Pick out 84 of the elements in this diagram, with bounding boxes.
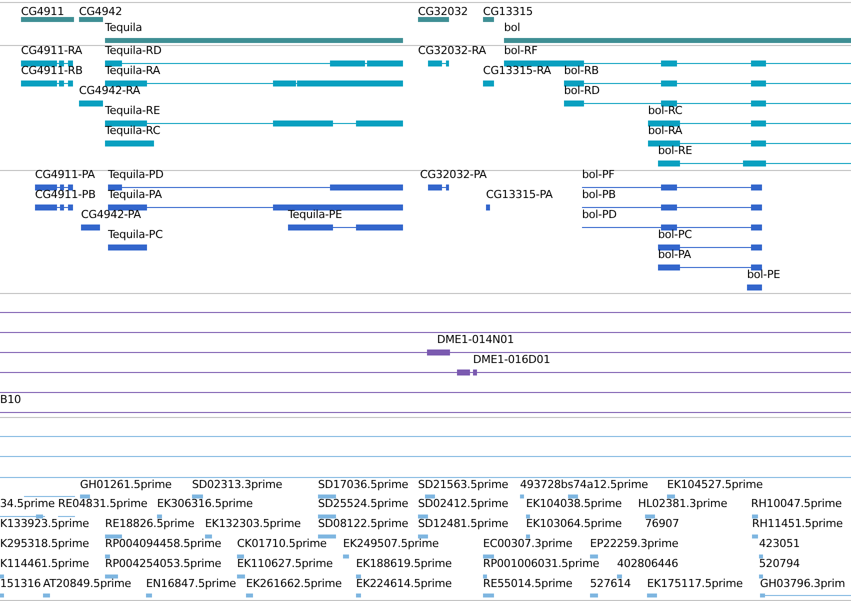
feature-label: CG32032 [418, 6, 468, 18]
feature-label: CG32032-PA [420, 169, 487, 181]
feature-label: CK01710.5prime [237, 538, 327, 550]
feature-label: CG13315-PA [486, 189, 553, 201]
feature-label: bol-PE [747, 269, 780, 281]
feature-label: RE18826.5prime [105, 518, 194, 530]
feature-label: K114461.5prime [0, 558, 89, 570]
feature-label: SD17036.5prime [318, 479, 408, 491]
feature-label: bol-RC [648, 105, 682, 117]
feature-label: SD02313.3prime [192, 479, 282, 491]
feature-label: AT20849.5prime [43, 578, 132, 590]
feature-label: EK188619.5prime [356, 558, 452, 570]
feature-label: CG32032-RA [418, 45, 486, 57]
feature-label: B10 [0, 394, 21, 406]
feature-label: EC00307.3prime [483, 538, 572, 550]
feature-label: SD21563.5prime [418, 479, 508, 491]
feature-label: bol [504, 22, 520, 34]
feature-label: RE04831.5prime [58, 498, 148, 510]
feature-label: EK103064.5prime [526, 518, 622, 530]
feature-label: bol-RB [564, 65, 599, 77]
feature-label: EK249507.5prime [343, 538, 439, 550]
feature-label: RH10047.5prime [751, 498, 842, 510]
feature-label: Tequila-PE [288, 209, 342, 221]
feature-label: Tequila-RA [105, 65, 160, 77]
feature-label: Tequila-RD [105, 45, 162, 57]
feature-label: bol-PD [582, 209, 617, 221]
feature-label: HL02381.3prime [638, 498, 728, 510]
feature-label: RP004094458.5prime [105, 538, 222, 550]
feature-label: SD02412.5prime [418, 498, 508, 510]
feature-label: DME1-016D01 [473, 354, 550, 366]
feature-label: EK104527.5prime [667, 479, 763, 491]
feature-label: Tequila-PA [108, 189, 162, 201]
feature-label: Tequila-RC [105, 125, 160, 137]
feature-label: bol-RE [658, 145, 692, 157]
feature-label: bol-RA [648, 125, 682, 137]
feature-label: SD25524.5prime [318, 498, 408, 510]
feature-label: Tequila-RE [105, 105, 160, 117]
feature-label: EK261662.5prime [246, 578, 342, 590]
feature-label: Tequila [105, 22, 142, 34]
feature-label: RP001006031.5prime [483, 558, 600, 570]
feature-label: Tequila-PC [108, 229, 163, 241]
feature-label: bol-PA [658, 249, 691, 261]
feature-label: bol-PC [658, 229, 692, 241]
feature-label: bol-RD [564, 85, 600, 97]
feature-label: bol-PB [582, 189, 616, 201]
feature-label: EP22259.3prime [590, 538, 678, 550]
feature-label: 527614 [590, 578, 631, 590]
feature-label: RH11451.5prime [752, 518, 843, 530]
feature-label: EK132303.5prime [205, 518, 301, 530]
feature-label: RE55014.5prime [483, 578, 572, 590]
feature-label: CG13315 [483, 6, 533, 18]
feature-label: SD08122.5prime [318, 518, 408, 530]
feature-label: GH01261.5prime [80, 479, 172, 491]
feature-label: SD12481.5prime [418, 518, 508, 530]
feature-label: EK104038.5prime [526, 498, 622, 510]
feature-label: 520794 [759, 558, 800, 570]
feature-label: RP004254053.5prime [105, 558, 222, 570]
feature-label: K133923.5prime [0, 518, 89, 530]
feature-label: 34.5prime [0, 498, 55, 510]
feature-label: CG4911-RA [21, 45, 82, 57]
feature-label: GH03796.3prim [760, 578, 845, 590]
feature-label: EN16847.5prime [146, 578, 236, 590]
feature-label: bol-RF [504, 45, 538, 57]
feature-label: CG4911-PB [35, 189, 96, 201]
feature-label: EK224614.5prime [356, 578, 452, 590]
feature-label: CG4942 [79, 6, 122, 18]
feature-label: 493728bs74a12.5prime [520, 479, 648, 491]
feature-label: K295318.5prime [0, 538, 89, 550]
feature-label: Tequila-PD [108, 169, 164, 181]
feature-label: CG4942-RA [79, 85, 140, 97]
feature-label: CG4911-RB [21, 65, 83, 77]
feature-label: CG4911-PA [35, 169, 95, 181]
feature-label: CG4911 [21, 6, 64, 18]
feature-label: EK110627.5prime [237, 558, 333, 570]
feature-label: CG4942-PA [81, 209, 141, 221]
feature-label: bol-PF [582, 169, 614, 181]
feature-label: 423051 [759, 538, 800, 550]
feature-label: 402806446 [617, 558, 678, 570]
feature-label: 76907 [645, 518, 679, 530]
feature-label: EK306316.5prime [157, 498, 253, 510]
feature-label: EK175117.5prime [647, 578, 743, 590]
feature-label: CG13315-RA [483, 65, 551, 77]
feature-label: DME1-014N01 [437, 334, 514, 346]
feature-label: 151316 [0, 578, 41, 590]
